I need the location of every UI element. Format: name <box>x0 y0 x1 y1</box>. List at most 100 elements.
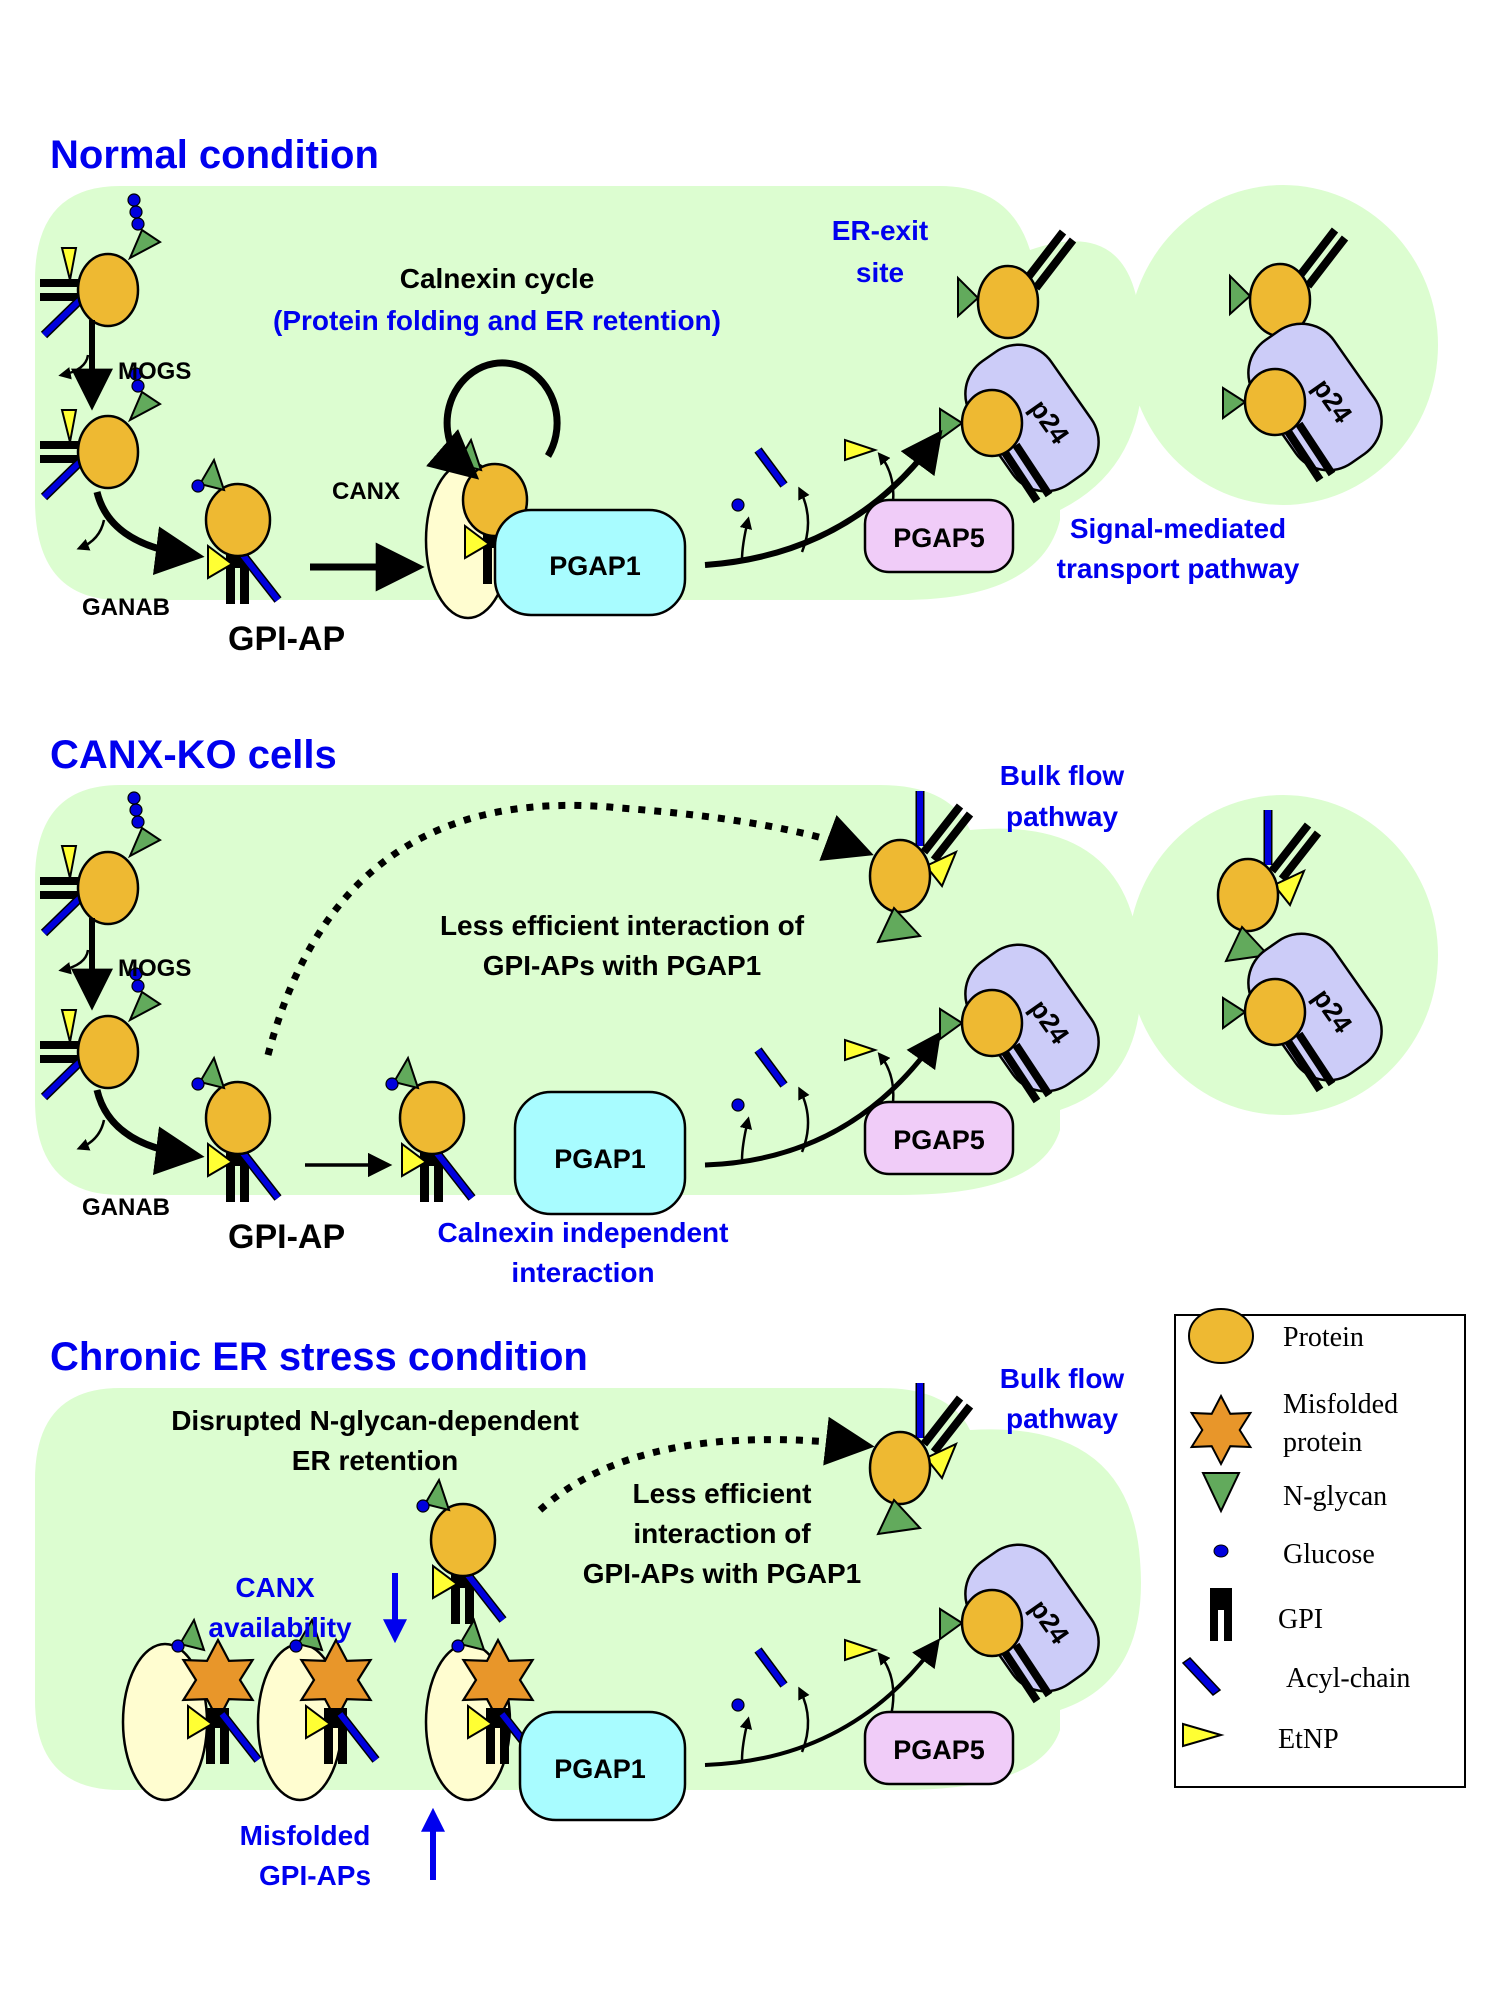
n-glycan-icon <box>127 390 162 423</box>
gpi-ap-label: GPI-AP <box>228 1218 345 1256</box>
calnexin-independent-label: Calnexin independent <box>438 1217 729 1248</box>
gpi-icon <box>1283 1037 1324 1093</box>
pgap5-enzyme <box>863 1100 1015 1176</box>
gpi-icon <box>451 1572 460 1624</box>
protein-icon <box>868 1430 932 1506</box>
n-glycan-icon <box>127 826 162 859</box>
er-exit-label: ER-exit <box>832 215 928 246</box>
calnexin-cycle-subtitle: (Protein folding and ER retention) <box>273 305 721 336</box>
glucose-icon <box>731 1098 745 1112</box>
panel-title: Normal condition <box>50 133 379 177</box>
gpi-icon <box>226 552 235 604</box>
etnp-icon <box>467 1704 494 1740</box>
protein-icon <box>429 1502 497 1578</box>
protein-icon <box>76 414 140 490</box>
n-glycan-icon <box>458 1617 486 1652</box>
glucose-release-arrow <box>739 1716 753 1761</box>
glucose-icon <box>451 1639 465 1653</box>
p24-cargo-complex: p24 <box>939 1543 1100 1704</box>
gpi-icon <box>500 1712 509 1764</box>
gpi-icon <box>483 532 492 584</box>
etnp-icon <box>401 1142 428 1178</box>
glucose-icon <box>131 815 145 829</box>
etnp-icon <box>924 1442 958 1480</box>
calnexin-cycle-title: Calnexin cycle <box>400 263 595 294</box>
n-glycan-icon <box>1224 925 1271 963</box>
glucose-icon <box>129 967 143 981</box>
gpi-ap <box>416 1477 507 1624</box>
signal-mediated-label: Signal-mediated <box>1070 513 1286 544</box>
n-glycan-icon <box>876 906 923 944</box>
transport-arrow <box>704 1031 942 1168</box>
gpi-icon <box>324 1712 333 1764</box>
gpi-icon <box>40 891 80 899</box>
protein-icon <box>76 1014 140 1090</box>
gpi-ap-unremodeled <box>868 791 974 944</box>
glucose-icon <box>191 479 205 493</box>
gpi-ap-remodeled <box>1229 227 1349 338</box>
protein-icon <box>76 850 140 926</box>
gpi-icon <box>1000 448 1041 504</box>
canx-label: CANX <box>332 478 400 505</box>
transport-arrow <box>704 1638 940 1767</box>
etnp-icon <box>60 247 78 281</box>
gpi-icon <box>1295 1031 1336 1087</box>
gpi-icon <box>1283 427 1324 483</box>
protein-icon <box>868 838 932 914</box>
n-glycan-icon <box>1222 996 1247 1030</box>
signal-mediated-label: transport pathway <box>1057 553 1300 584</box>
gpi-ap-label: GPI-AP <box>228 620 345 658</box>
legend-label: Protein <box>1283 1322 1364 1353</box>
etnp-icon <box>207 1142 234 1178</box>
n-glycan-icon <box>1201 1472 1241 1514</box>
etnp-icon <box>60 845 78 879</box>
mogs-label: MOGS <box>118 955 191 982</box>
protein-icon <box>1243 367 1307 437</box>
gpi-icon <box>40 293 80 301</box>
etnp-icon <box>844 438 879 462</box>
gpi-icon <box>40 441 80 449</box>
glucose-icon <box>129 367 143 381</box>
gpi-icon <box>1000 1648 1041 1704</box>
pgap1-enzyme <box>513 1090 687 1216</box>
p24-cargo-complex: p24 <box>1222 932 1383 1093</box>
bulk-flow-label: pathway <box>1006 801 1118 832</box>
pgap1-label: PGAP1 <box>554 1144 646 1174</box>
calnexin-cycle-arrow <box>426 359 561 480</box>
gpi-icon <box>465 1572 474 1624</box>
etnp-icon <box>844 1638 879 1662</box>
glucose-icon <box>127 791 141 805</box>
gpi-icon <box>1295 421 1336 477</box>
acyl-chain-icon <box>337 1712 379 1762</box>
misfolded-gpi-aps-label: Misfolded <box>240 1820 371 1851</box>
glucose-icon <box>731 1698 745 1712</box>
gpi-ap <box>171 1617 262 1764</box>
n-glycan-icon <box>198 457 226 492</box>
gpi-ap-precursor <box>40 367 162 501</box>
disrupted-retention-label: Disrupted N-glycan-dependent <box>171 1405 579 1436</box>
etnp-icon <box>207 544 234 580</box>
protein-icon <box>960 988 1024 1058</box>
protein-icon <box>1216 857 1280 933</box>
etnp-icon <box>1182 1722 1225 1748</box>
gpi-ap-unremodeled <box>1216 810 1322 963</box>
pgap1-enzyme <box>493 508 687 617</box>
canx-availability-label: CANX <box>235 1572 315 1603</box>
protein-icon <box>76 252 140 328</box>
bulk-flow-label: Bulk flow <box>1000 1363 1125 1394</box>
gpi-icon <box>1304 235 1349 289</box>
misfolded-gpi-aps-label: GPI-APs <box>259 1860 371 1891</box>
acyl-chain-icon <box>464 1572 506 1622</box>
etnp-icon <box>464 524 491 560</box>
gpi-ap-precursor <box>40 791 162 937</box>
gpi-ap-precursor <box>40 967 162 1101</box>
p24-cargo-complex: p24 <box>939 343 1100 504</box>
pgap5-label: PGAP5 <box>893 1125 985 1155</box>
gpi-ap <box>191 457 282 604</box>
less-efficient-label: GPI-APs with PGAP1 <box>483 950 762 981</box>
legend-label: Glucose <box>1283 1539 1375 1570</box>
legend-label: EtNP <box>1278 1724 1339 1755</box>
less-efficient-label: Less efficient interaction of <box>440 910 805 941</box>
n-glycan-icon <box>296 1617 324 1652</box>
